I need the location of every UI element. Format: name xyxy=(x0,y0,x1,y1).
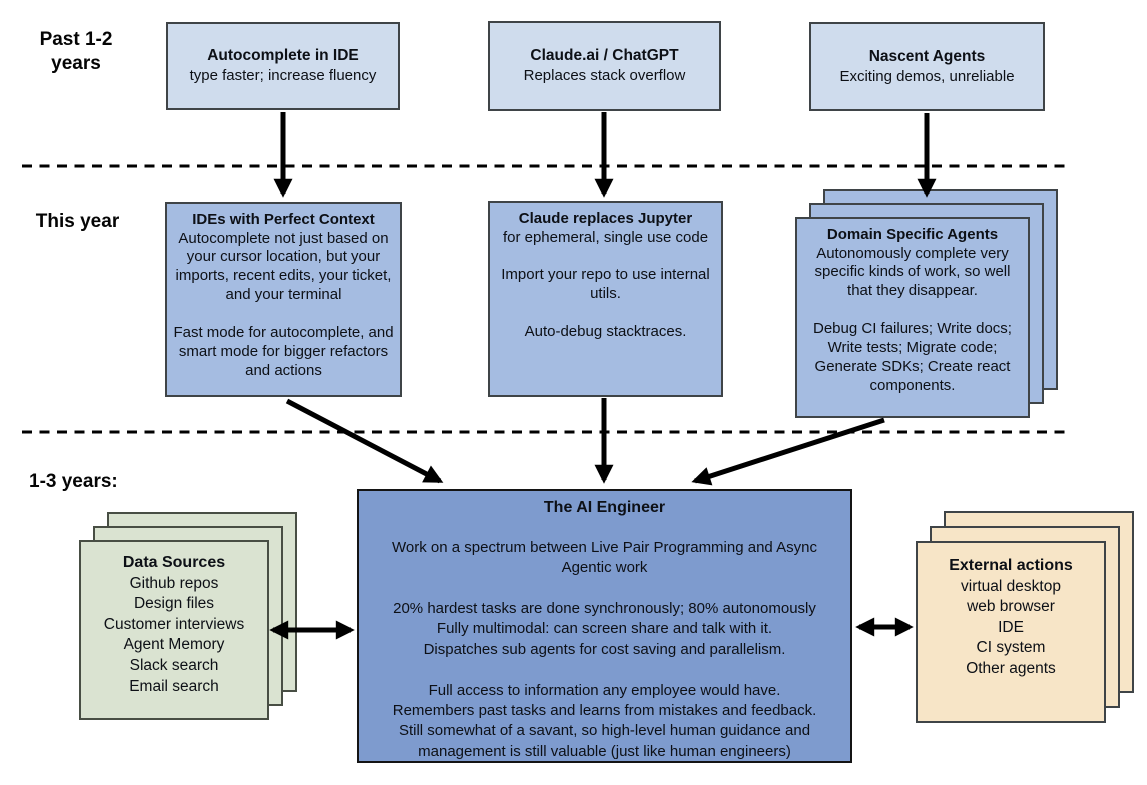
list-item: CI system xyxy=(976,639,1046,657)
box-body: Replaces stack overflow xyxy=(523,67,686,85)
box-body: for ephemeral, single use code Import yo… xyxy=(501,228,710,340)
stack-domain-specific-agents: Domain Specific Agents Autonomously comp… xyxy=(795,189,1058,418)
box-title: Domain Specific Agents xyxy=(826,226,999,243)
list-item: web browser xyxy=(967,598,1055,616)
box-body: Autocomplete not just based on your curs… xyxy=(173,229,394,379)
box-body: Autonomously complete very specific kind… xyxy=(813,244,1012,394)
list-item: virtual desktop xyxy=(961,577,1061,595)
box-title: Nascent Agents xyxy=(868,47,986,65)
box-title: Autocomplete in IDE xyxy=(207,47,359,65)
stack-external-actions: External actions virtual desktop web bro… xyxy=(916,511,1134,723)
list-item: IDE xyxy=(998,618,1024,636)
list-item: Agent Memory xyxy=(123,636,225,654)
label-1-3-years: 1-3 years: xyxy=(29,471,118,492)
list-item: Other agents xyxy=(966,660,1056,678)
label-past-1-2-years: Past 1-2 years xyxy=(39,29,113,74)
arrow-ides-to-ai-engineer xyxy=(285,398,444,484)
box-body: Exciting demos, unreliable xyxy=(839,67,1015,85)
box-external-actions: External actions virtual desktop web bro… xyxy=(916,541,1106,723)
box-title: The AI Engineer xyxy=(543,499,666,516)
box-body: Work on a spectrum between Live Pair Pro… xyxy=(392,538,817,760)
box-autocomplete-in-ide: Autocomplete in IDE type faster; increas… xyxy=(166,22,400,110)
box-title: IDEs with Perfect Context xyxy=(192,211,375,228)
list-item: Customer interviews xyxy=(103,615,245,633)
stack-data-sources: Data Sources Github repos Design files C… xyxy=(79,512,297,720)
box-title: Claude.ai / ChatGPT xyxy=(530,47,679,65)
box-body: type faster; increase fluency xyxy=(189,67,377,85)
label-this-year: This year xyxy=(35,211,120,232)
list-item: Slack search xyxy=(129,657,219,675)
box-nascent-agents: Nascent Agents Exciting demos, unreliabl… xyxy=(809,22,1045,111)
list-item: Design files xyxy=(133,595,215,613)
box-data-sources: Data Sources Github repos Design files C… xyxy=(79,540,269,720)
box-claude-replaces-jupyter: Claude replaces Jupyter for ephemeral, s… xyxy=(488,201,723,397)
box-title: Claude replaces Jupyter xyxy=(518,210,693,227)
box-ides-perfect-context: IDEs with Perfect Context Autocomplete n… xyxy=(165,202,402,397)
box-title: External actions xyxy=(949,557,1073,574)
box-domain-specific-agents: Domain Specific Agents Autonomously comp… xyxy=(795,217,1030,418)
box-claudeai-chatgpt: Claude.ai / ChatGPT Replaces stack overf… xyxy=(488,21,721,111)
list-item: Email search xyxy=(129,677,219,695)
arrow-domain-agents-to-ai-engineer xyxy=(691,417,885,486)
list-item: Github repos xyxy=(129,574,219,592)
box-title: Data Sources xyxy=(122,554,226,571)
box-ai-engineer: The AI Engineer Work on a spectrum betwe… xyxy=(357,489,852,763)
